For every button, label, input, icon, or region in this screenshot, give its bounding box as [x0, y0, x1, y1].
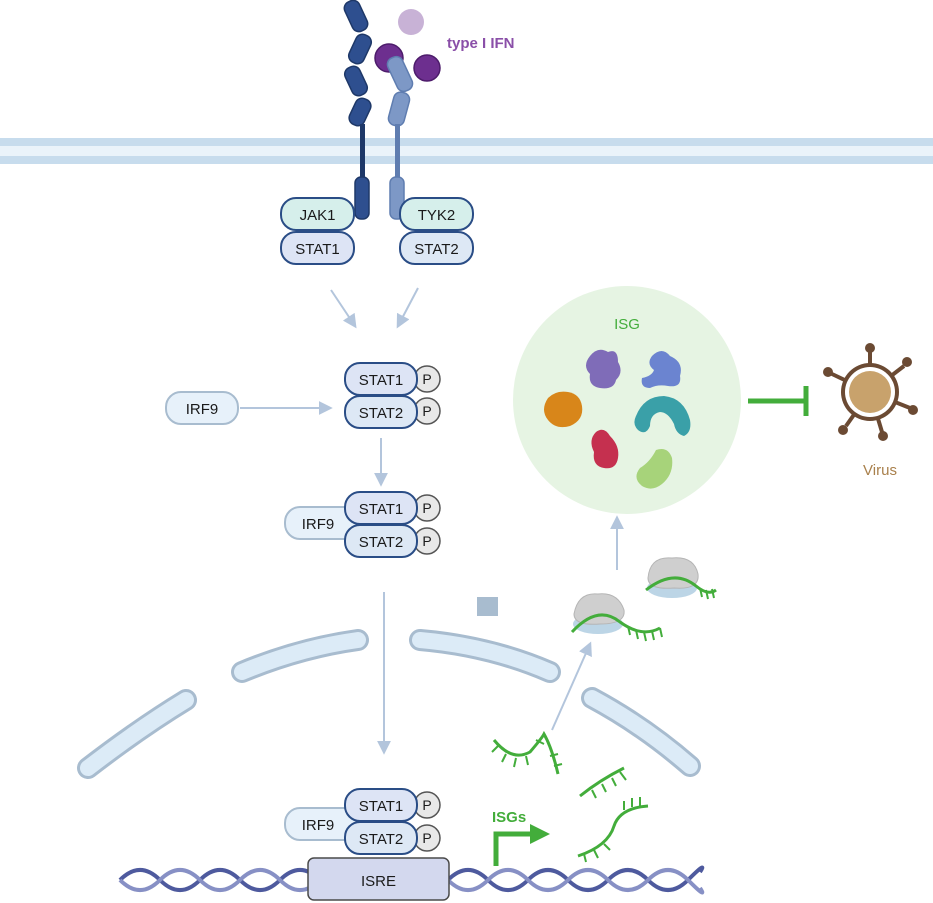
isg-protein-blue [641, 351, 681, 388]
inhibition-arrow [748, 386, 809, 416]
isgs-label: ISGs [492, 809, 526, 826]
nuclear-irf9-label: IRF9 [302, 817, 335, 834]
isgf3-irf9-label: IRF9 [302, 516, 335, 533]
irf9-free: IRF9 [165, 391, 239, 425]
isg-protein-red [591, 429, 619, 469]
mrna-teeth-translating [627, 587, 715, 642]
receptor-ifnar2 [386, 55, 414, 220]
isgf3-complex-nucleus: IRF9 STAT1 STAT2 P P [284, 788, 441, 855]
nuclear-stat2-label: STAT2 [359, 831, 403, 848]
jak1-label: JAK1 [300, 207, 336, 224]
mrna-nuclear [492, 730, 649, 858]
isg-protein-pool: ISG [513, 286, 741, 514]
dimer-stat2-label: STAT2 [359, 405, 403, 422]
isg-protein-purple [586, 349, 621, 389]
transcription-start-arrow [493, 824, 550, 866]
arrow-mrna-export [551, 641, 592, 731]
mrna-teeth-nuclear [491, 739, 641, 863]
isg-protein-teal [634, 396, 691, 436]
ifn-label: type I IFN [447, 35, 515, 52]
stat1-label: STAT1 [295, 241, 339, 258]
isg-label: ISG [614, 316, 640, 333]
isre-element: ISRE [307, 857, 450, 901]
stat2-label: STAT2 [414, 241, 458, 258]
stat2-receptor-bound: STAT2 [399, 231, 474, 265]
phospho-label: P [422, 371, 431, 387]
arrow-stat1-to-dimer [330, 289, 357, 329]
phospho-label: P [422, 403, 431, 419]
dna-helix [118, 865, 705, 895]
stat-dimer-phosphorylated: STAT1 STAT2 P P [344, 362, 441, 429]
dimer-stat1-label: STAT1 [359, 372, 403, 389]
nuclear-envelope [77, 629, 701, 779]
virus-label: Virus [863, 462, 897, 479]
tyk2-protein: TYK2 [399, 197, 474, 231]
phospho-label: P [422, 830, 431, 846]
isgf3-stat2-label: STAT2 [359, 534, 403, 551]
isg-protein-orange [544, 391, 583, 428]
stat1-receptor-bound: STAT1 [280, 231, 355, 265]
virus-icon [823, 343, 918, 441]
irf9-label: IRF9 [186, 401, 219, 418]
mrna-translating [570, 576, 717, 634]
isgf3-stat1-label: STAT1 [359, 501, 403, 518]
phospho-label: P [422, 797, 431, 813]
isre-label: ISRE [361, 873, 396, 890]
isgf3-complex-cytoplasm: IRF9 STAT1 STAT2 P P [284, 491, 441, 558]
jak1-protein: JAK1 [280, 197, 355, 231]
tyk2-label: TYK2 [418, 207, 456, 224]
receptor-ifnar1 [343, 0, 373, 220]
cell-membrane [0, 138, 933, 164]
phospho-label: P [422, 533, 431, 549]
isg-protein-green [636, 449, 673, 489]
nuclear-stat1-label: STAT1 [359, 798, 403, 815]
phospho-label: P [422, 500, 431, 516]
arrow-stat2-to-dimer [396, 287, 419, 329]
nuclear-pore [477, 597, 498, 616]
